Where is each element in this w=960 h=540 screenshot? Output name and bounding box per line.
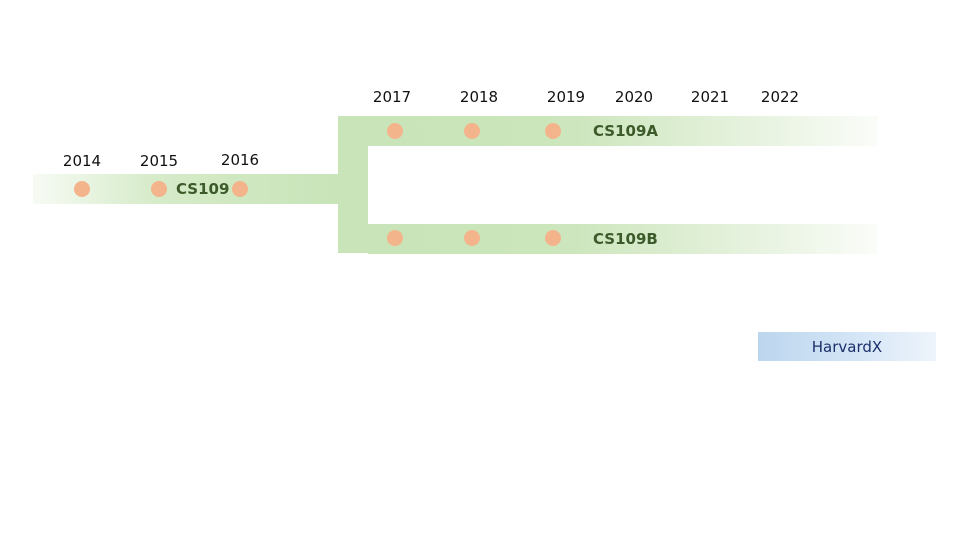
year-label-2014: 2014 (62, 152, 102, 170)
milestone-2016 (232, 181, 248, 197)
year-label-2017: 2017 (372, 88, 412, 106)
milestone-a-2017 (387, 123, 403, 139)
cs109a-track (368, 116, 878, 146)
branch-connector (338, 116, 368, 253)
year-label-2021: 2021 (690, 88, 730, 106)
milestone-a-2018 (464, 123, 480, 139)
year-label-2020: 2020 (614, 88, 654, 106)
harvardx-label: HarvardX (811, 337, 883, 356)
year-label-2015: 2015 (139, 152, 179, 170)
year-label-2016: 2016 (220, 151, 260, 169)
harvardx-box: HarvardX (758, 332, 936, 361)
milestone-b-2018 (464, 230, 480, 246)
milestone-a-2019 (545, 123, 561, 139)
course-label-cs109: CS109 (176, 180, 230, 198)
year-label-2019: 2019 (546, 88, 586, 106)
milestone-b-2019 (545, 230, 561, 246)
year-label-2022: 2022 (760, 88, 800, 106)
milestone-b-2017 (387, 230, 403, 246)
year-label-2018: 2018 (459, 88, 499, 106)
course-label-cs109b: CS109B (593, 230, 658, 248)
course-label-cs109a: CS109A (593, 122, 659, 140)
milestone-2015 (151, 181, 167, 197)
milestone-2014 (74, 181, 90, 197)
cs109b-track (368, 224, 878, 254)
